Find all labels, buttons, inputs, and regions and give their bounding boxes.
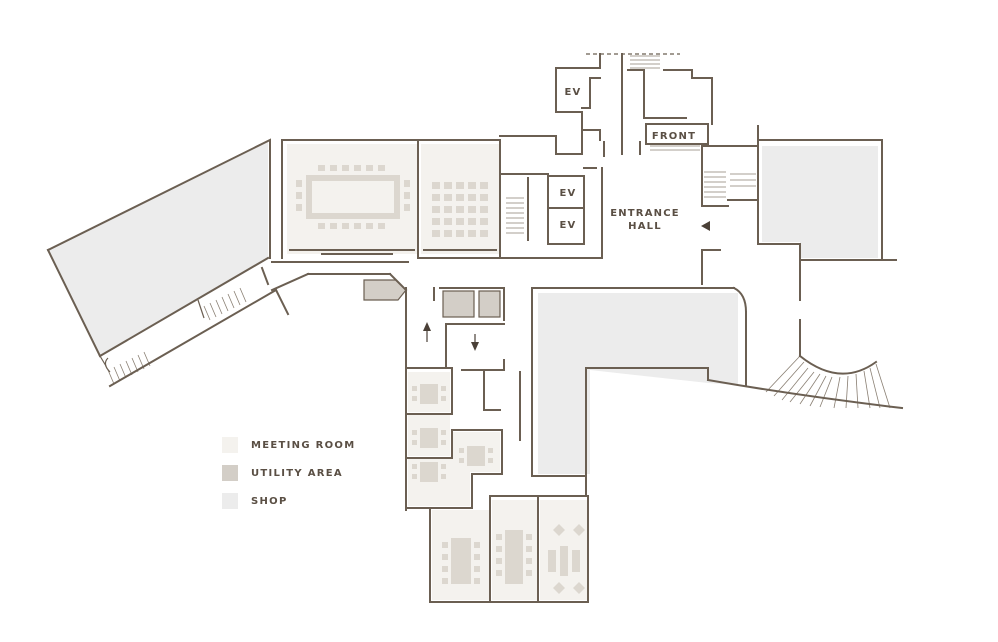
- theater-seats: [432, 182, 488, 237]
- swatch-utility-area: [222, 465, 238, 481]
- legend: MEETING ROOM UTILITY AREA SHOP: [222, 431, 355, 515]
- arrow-left-icon: [701, 221, 710, 231]
- utility-area-center-2: [478, 290, 501, 318]
- walls: [46, 53, 904, 603]
- legend-label: MEETING ROOM: [251, 439, 356, 451]
- label-ev-mid-2: EV: [560, 220, 577, 231]
- label-ev-mid-1: EV: [560, 188, 577, 199]
- small-room-furniture: [412, 384, 493, 482]
- legend-item-utility-area: UTILITY AREA: [222, 459, 355, 487]
- label-front: FRONT: [652, 131, 696, 142]
- legend-item-meeting-room: MEETING ROOM: [222, 431, 355, 459]
- label-entrance-hall-1: ENTRANCE: [610, 208, 680, 219]
- boardroom-furniture: [442, 524, 585, 594]
- direction-arrows: [423, 221, 710, 351]
- meeting-room-s4[interactable]: [408, 458, 470, 506]
- shop-south-center[interactable]: [538, 293, 738, 474]
- shop-east[interactable]: [762, 146, 878, 258]
- utility-area-west: [363, 279, 407, 301]
- legend-label: UTILITY AREA: [251, 467, 343, 479]
- label-entrance-hall-2: HALL: [628, 221, 662, 232]
- stairs: [107, 55, 891, 409]
- arrow-up-icon: [423, 322, 431, 331]
- utility-area-center-1: [442, 290, 475, 318]
- swatch-shop: [222, 493, 238, 509]
- legend-label: SHOP: [251, 495, 288, 507]
- swatch-meeting-room: [222, 437, 238, 453]
- legend-item-shop: SHOP: [222, 487, 355, 515]
- arrow-down-icon: [471, 342, 479, 351]
- ballroom-furniture: [296, 165, 410, 229]
- shop-west-wing[interactable]: [48, 142, 268, 355]
- label-ev-top: EV: [565, 87, 582, 98]
